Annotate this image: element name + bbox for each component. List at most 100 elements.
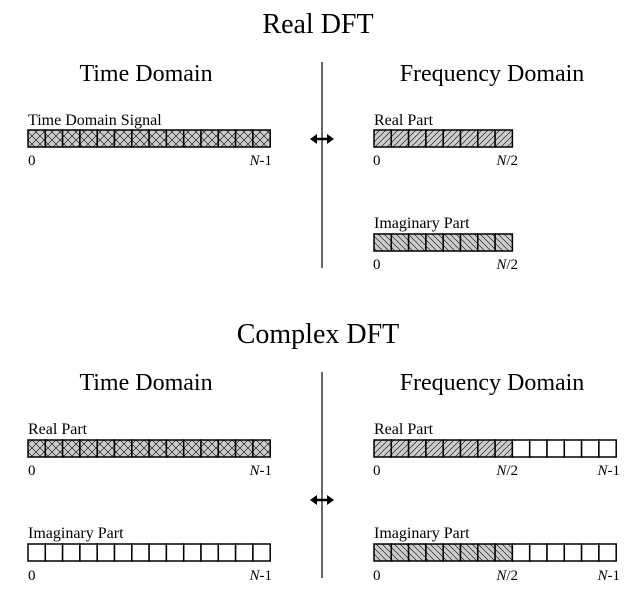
- sample-cell-empty: [546, 543, 566, 562]
- real-frequency-domain-heading: Frequency Domain: [400, 61, 585, 87]
- sample-cell-empty: [528, 543, 548, 562]
- complex-dft-title: Complex DFT: [237, 319, 400, 350]
- complex-dft-section: Complex DFT Time Domain Frequency Domain…: [27, 319, 620, 584]
- freq-imag-label: Imaginary Part: [374, 215, 470, 232]
- sample-cell-empty: [165, 543, 185, 562]
- sample-cell-empty: [217, 543, 237, 562]
- sample-cell-filled: [459, 543, 479, 562]
- sample-cell-empty: [511, 439, 531, 458]
- sample-cell-filled: [477, 233, 496, 252]
- sample-cell-filled: [113, 439, 133, 458]
- sample-cell-filled: [113, 129, 133, 148]
- complex-time-imag-start-index: 0: [28, 568, 36, 584]
- freq-imag-end-index: N/2: [495, 257, 518, 273]
- sample-cell-empty: [200, 543, 220, 562]
- sample-cell-filled: [217, 439, 237, 458]
- sample-cell-filled: [96, 439, 116, 458]
- sample-cell-filled: [442, 129, 462, 148]
- complex-time-imag-end-index: N-1: [248, 568, 272, 584]
- complex-time-real-array: [27, 439, 271, 458]
- sample-cell-empty: [27, 543, 47, 562]
- sample-cell-empty: [252, 543, 271, 562]
- sample-cell-filled: [252, 129, 271, 148]
- sample-cell-filled: [200, 439, 220, 458]
- sample-cell-empty: [131, 543, 150, 562]
- sample-cell-empty: [511, 543, 531, 562]
- sample-cell-filled: [373, 543, 393, 562]
- complex-freq-imag-start-index: 0: [373, 568, 381, 584]
- sample-cell-filled: [165, 129, 185, 148]
- time-signal-start-index: 0: [28, 153, 36, 169]
- sample-cell-filled: [442, 233, 462, 252]
- sample-cell-filled: [425, 439, 444, 458]
- complex-time-real-label: Real Part: [28, 421, 88, 438]
- complex-freq-real-end-index: N-1: [596, 463, 620, 479]
- sample-cell-filled: [165, 439, 185, 458]
- real-dft-section: Real DFT Time Domain Frequency Domain Ti…: [27, 9, 585, 273]
- sample-cell-empty: [580, 543, 600, 562]
- sample-cell-filled: [390, 543, 410, 562]
- complex-frequency-domain-heading: Frequency Domain: [400, 370, 585, 396]
- complex-time-imag-array: [27, 543, 271, 562]
- sample-cell-filled: [252, 439, 271, 458]
- freq-real-start-index: 0: [373, 153, 381, 169]
- sample-cell-filled: [477, 439, 496, 458]
- sample-cell-filled: [373, 233, 393, 252]
- sample-cell-empty: [234, 543, 254, 562]
- freq-imag-start-index: 0: [373, 257, 381, 273]
- sample-cell-filled: [425, 129, 444, 148]
- complex-freq-real-array: [373, 439, 617, 458]
- sample-cell-empty: [598, 439, 617, 458]
- time-signal-array: [27, 129, 271, 148]
- sample-cell-filled: [131, 439, 150, 458]
- real-dft-title: Real DFT: [262, 9, 373, 40]
- sample-cell-empty: [113, 543, 133, 562]
- sample-cell-filled: [494, 129, 514, 148]
- complex-time-real-start-index: 0: [28, 463, 36, 479]
- sample-cell-filled: [44, 129, 64, 148]
- sample-cell-filled: [182, 439, 202, 458]
- sample-cell-filled: [390, 439, 410, 458]
- sample-cell-filled: [425, 233, 444, 252]
- time-signal-label: Time Domain Signal: [28, 112, 162, 129]
- sample-cell-filled: [407, 129, 427, 148]
- complex-freq-imag-array: [373, 543, 617, 562]
- sample-cell-empty: [44, 543, 64, 562]
- sample-cell-empty: [61, 543, 81, 562]
- sample-cell-empty: [546, 439, 566, 458]
- real-time-domain-heading: Time Domain: [79, 61, 212, 87]
- sample-cell-filled: [27, 439, 47, 458]
- sample-cell-filled: [44, 439, 64, 458]
- freq-real-label: Real Part: [374, 112, 434, 129]
- complex-transform-arrow: [310, 495, 334, 505]
- sample-cell-filled: [494, 543, 514, 562]
- sample-cell-filled: [425, 543, 444, 562]
- freq-imag-array: [373, 233, 514, 252]
- sample-cell-empty: [148, 543, 168, 562]
- sample-cell-empty: [182, 543, 202, 562]
- sample-cell-filled: [79, 439, 98, 458]
- complex-time-domain-heading: Time Domain: [79, 370, 212, 396]
- sample-cell-filled: [131, 129, 150, 148]
- sample-cell-filled: [494, 233, 514, 252]
- complex-time-real-end-index: N-1: [248, 463, 272, 479]
- sample-cell-filled: [200, 129, 220, 148]
- complex-freq-real-start-index: 0: [373, 463, 381, 479]
- sample-cell-filled: [442, 439, 462, 458]
- freq-real-end-index: N/2: [495, 153, 518, 169]
- sample-cell-filled: [148, 439, 168, 458]
- sample-cell-filled: [477, 543, 496, 562]
- sample-cell-empty: [580, 439, 600, 458]
- sample-cell-filled: [373, 129, 393, 148]
- sample-cell-filled: [407, 233, 427, 252]
- sample-cell-empty: [563, 543, 583, 562]
- sample-cell-filled: [373, 439, 393, 458]
- sample-cell-filled: [459, 233, 479, 252]
- time-signal-end-index: N-1: [248, 153, 272, 169]
- sample-cell-filled: [442, 543, 462, 562]
- sample-cell-filled: [390, 129, 410, 148]
- sample-cell-empty: [598, 543, 617, 562]
- freq-real-array: [373, 129, 514, 148]
- sample-cell-filled: [459, 129, 479, 148]
